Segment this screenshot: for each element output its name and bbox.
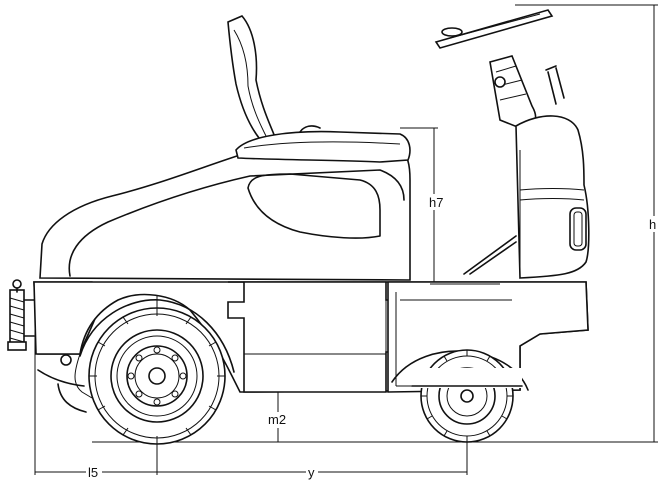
hood bbox=[39, 149, 411, 281]
seat bbox=[227, 15, 411, 163]
front-wheel bbox=[57, 307, 226, 445]
label-l5: l5 bbox=[88, 465, 98, 480]
label-y: y bbox=[308, 465, 315, 480]
dimension-labels: h7 h m2 l5 y bbox=[86, 194, 659, 480]
front-wheel-tread bbox=[89, 308, 225, 444]
steering-column bbox=[434, 9, 590, 279]
label-h7: h7 bbox=[429, 195, 443, 210]
label-m2: m2 bbox=[268, 412, 286, 427]
label-h: h bbox=[649, 217, 656, 232]
rear-wheel bbox=[411, 349, 523, 443]
front-wheel-bolts bbox=[127, 346, 187, 406]
steering-wheel bbox=[434, 9, 554, 49]
tow-coupling bbox=[7, 279, 35, 351]
